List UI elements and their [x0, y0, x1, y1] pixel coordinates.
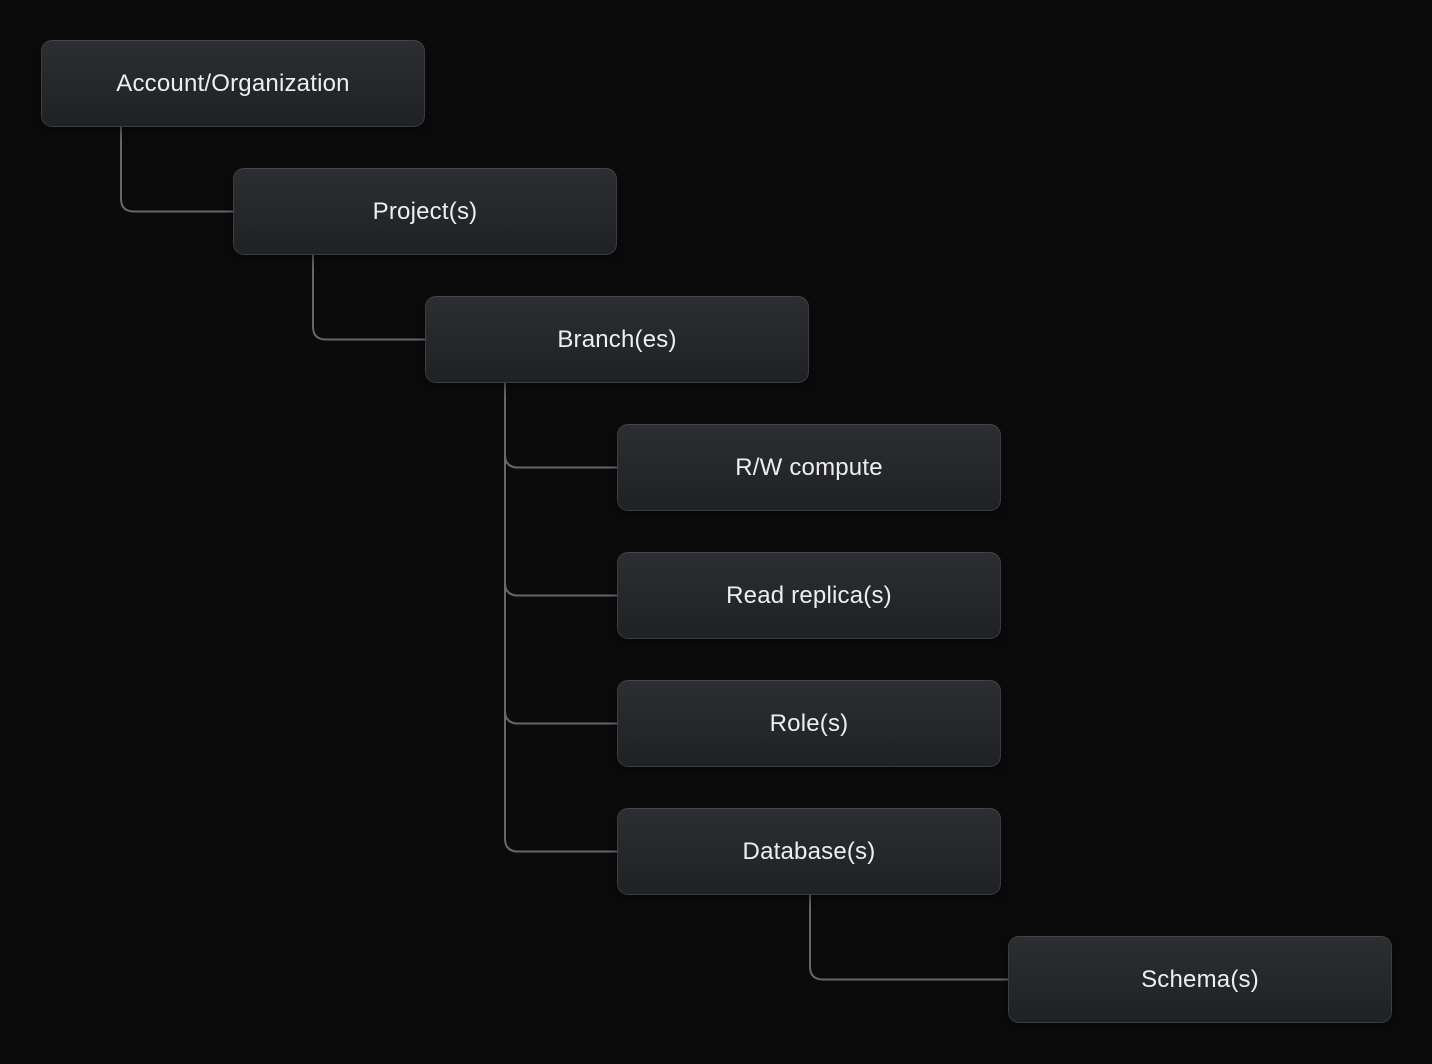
node-projects: Project(s) — [233, 168, 617, 255]
node-schemas-label: Schema(s) — [1141, 965, 1259, 993]
node-roles: Role(s) — [617, 680, 1001, 767]
node-roles-label: Role(s) — [769, 709, 849, 737]
node-read-replicas: Read replica(s) — [617, 552, 1001, 639]
node-databases: Database(s) — [617, 808, 1001, 895]
connector-branches-to-roles — [504, 710, 617, 725]
node-databases-label: Database(s) — [742, 837, 876, 865]
node-projects-label: Project(s) — [372, 197, 478, 225]
connector-databases-to-schemas — [809, 895, 1008, 981]
connector-account-to-projects — [120, 127, 233, 213]
connector-branches-to-databases — [504, 383, 617, 853]
node-rw-compute: R/W compute — [617, 424, 1001, 511]
connector-branches-to-read-replicas — [504, 582, 617, 597]
node-schemas: Schema(s) — [1008, 936, 1392, 1023]
node-branches: Branch(es) — [425, 296, 809, 383]
connector-branches-to-rw-compute — [504, 454, 617, 469]
connector-projects-to-branches — [312, 255, 425, 341]
node-branches-label: Branch(es) — [557, 325, 677, 353]
node-account-organization-label: Account/Organization — [116, 69, 350, 97]
node-account-organization: Account/Organization — [41, 40, 425, 127]
node-rw-compute-label: R/W compute — [735, 453, 883, 481]
node-read-replicas-label: Read replica(s) — [726, 581, 892, 609]
